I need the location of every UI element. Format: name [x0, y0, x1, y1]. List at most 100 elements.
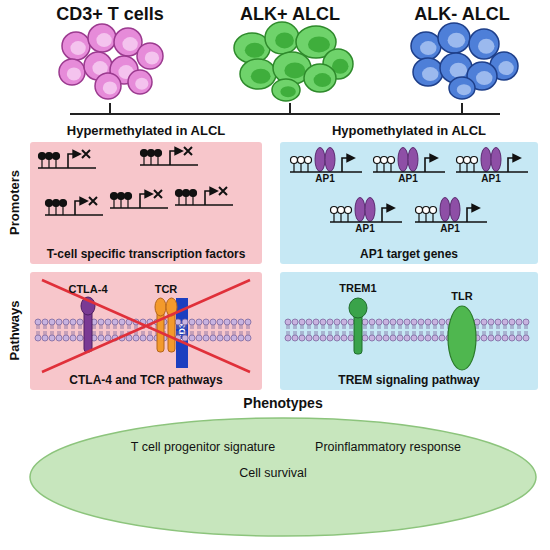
receptor-label: TLR — [442, 290, 482, 302]
cell-body — [88, 24, 116, 52]
bar-label: CD3 — [177, 312, 187, 352]
cell-nucleus — [103, 81, 117, 94]
dimer-subunit — [481, 148, 491, 172]
cell-nucleus — [96, 33, 111, 47]
cell-nucleus — [67, 67, 81, 80]
timeline — [70, 103, 500, 114]
dimer-outline — [397, 146, 419, 172]
group-title: ALK- ALCL — [387, 4, 537, 25]
cell-body — [467, 62, 497, 90]
cell-body — [440, 53, 472, 83]
ap1-factor: AP1 — [439, 196, 461, 222]
box-text: T-cell specific transcription factors — [30, 247, 262, 261]
cell-nucleus — [118, 65, 133, 79]
ap1-factor: AP1 — [480, 146, 502, 172]
cell-nucleus — [476, 71, 493, 85]
box-heading: Hypermethylated in ALCL — [30, 123, 262, 138]
alk-negative-cluster — [411, 23, 518, 99]
ap1-factor: AP1 — [354, 196, 376, 222]
cell-nucleus — [308, 36, 330, 52]
timeline-axis — [70, 113, 500, 115]
dimer-outline — [314, 146, 336, 172]
cell-nucleus — [498, 61, 513, 75]
cell-nucleus — [448, 33, 466, 48]
box-text: AP1 target genes — [280, 247, 538, 261]
promoter-panel: Hypomethylated in ALCLAP1 target genesAP… — [280, 142, 538, 264]
cell-body — [413, 58, 443, 86]
cell-nucleus — [145, 51, 159, 64]
phenotype-text: Proinflammatory response — [313, 440, 463, 454]
cell-nucleus — [284, 62, 305, 78]
factor-label: AP1 — [471, 173, 511, 184]
cell-body — [469, 29, 499, 59]
cell-nucleus — [135, 78, 148, 90]
cell-body — [273, 52, 311, 84]
cell-body — [62, 32, 90, 60]
cell-nucleus — [457, 84, 471, 95]
cell-body — [114, 28, 142, 56]
cell-body — [240, 59, 276, 89]
cell-body — [438, 23, 470, 53]
ap1-factor: AP1 — [397, 146, 419, 172]
factor-label: AP1 — [345, 223, 385, 234]
receptor-label: TREM1 — [328, 282, 388, 294]
group-title: ALK+ ALCL — [215, 4, 365, 25]
dimer-outline — [354, 196, 376, 222]
ellipse-shape — [30, 418, 536, 536]
dimer-subunit — [491, 148, 501, 172]
cell-nucleus — [422, 67, 439, 81]
cell-body — [490, 52, 518, 80]
dimer-outline — [480, 146, 502, 172]
group-title: CD3+ T cells — [35, 4, 185, 25]
row-label: Pathways — [7, 281, 22, 381]
promoter-panel: Hypermethylated in ALCLT-cell specific t… — [30, 142, 262, 264]
dimer-subunit — [440, 198, 450, 222]
cell-body — [234, 33, 270, 63]
cell-body — [272, 79, 300, 101]
phenotype-text: T cell progenitor signature — [123, 440, 283, 454]
factor-label: AP1 — [430, 223, 470, 234]
cell-nucleus — [70, 41, 85, 55]
alk-positive-cluster — [234, 22, 353, 101]
cell-body — [296, 26, 336, 58]
dimer-subunit — [315, 148, 325, 172]
receptor-label: TCR — [146, 283, 186, 295]
dimer-outline — [439, 196, 461, 222]
box-heading: Hypomethylated in ALCL — [280, 123, 538, 138]
cell-nucleus — [332, 59, 349, 74]
cell-nucleus — [122, 37, 137, 51]
box-text: TREM signaling pathway — [280, 373, 538, 387]
phenotype-ellipse: PhenotypesT cell progenitor signaturePro… — [28, 416, 538, 538]
dimer-subunit — [355, 198, 365, 222]
cd3-bar: CD3 — [176, 298, 188, 368]
timeline-tick — [461, 103, 463, 114]
cell-body — [449, 77, 475, 99]
cell-body — [59, 59, 85, 85]
cell-body — [411, 32, 441, 60]
receptor-label: CTLA-4 — [58, 283, 118, 295]
row-label: Promoters — [7, 153, 22, 253]
cell-nucleus — [314, 73, 332, 87]
pathway-panel: CTLA-4 and TCR pathways CD3 — [30, 272, 262, 390]
dimer-subunit — [365, 198, 375, 222]
dimer-subunit — [450, 198, 460, 222]
cell-body — [128, 70, 152, 94]
timeline-tick — [289, 103, 291, 114]
pathway-panel: TREM signaling pathway — [280, 272, 538, 390]
cell-nucleus — [478, 39, 495, 54]
dimer-subunit — [325, 148, 335, 172]
factor-label: AP1 — [305, 173, 345, 184]
factor-label: AP1 — [388, 173, 428, 184]
cell-body — [84, 52, 112, 80]
ellipse-heading: Phenotypes — [28, 395, 538, 411]
cell-body — [323, 49, 353, 79]
timeline-tick — [109, 103, 111, 114]
cell-nucleus — [275, 32, 294, 48]
ap1-factor: AP1 — [314, 146, 336, 172]
cell-body — [110, 56, 138, 84]
t-cell-cluster — [59, 24, 163, 99]
box-text: CTLA-4 and TCR pathways — [30, 373, 262, 387]
cell-nucleus — [280, 86, 295, 97]
cell-nucleus — [251, 69, 271, 84]
